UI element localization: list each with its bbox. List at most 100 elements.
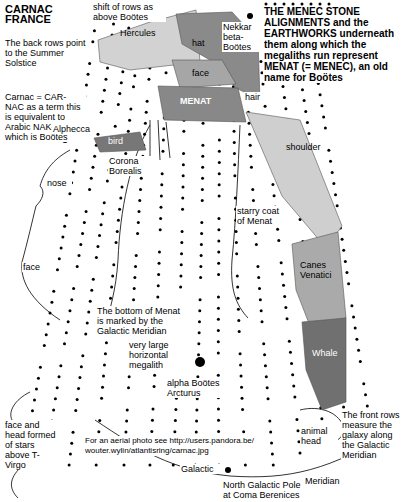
standing-stone xyxy=(217,430,220,433)
standing-stone xyxy=(218,139,221,142)
standing-stone xyxy=(218,150,221,153)
standing-stone xyxy=(85,84,88,87)
standing-stone xyxy=(249,155,252,158)
standing-stone xyxy=(289,351,292,354)
standing-stone xyxy=(255,243,258,246)
standing-stone xyxy=(56,386,59,389)
standing-stone xyxy=(137,221,140,224)
standing-stone xyxy=(182,163,185,166)
standing-stone xyxy=(182,152,185,155)
standing-stone xyxy=(52,290,55,293)
standing-stone xyxy=(181,185,184,188)
standing-stone xyxy=(250,166,253,169)
standing-stone xyxy=(162,139,165,142)
standing-stone xyxy=(128,375,131,378)
standing-stone xyxy=(281,85,284,88)
standing-stone xyxy=(78,376,81,379)
standing-stone xyxy=(218,195,221,198)
standing-stone xyxy=(217,329,220,332)
standing-stone xyxy=(43,344,46,347)
standing-stone xyxy=(106,179,109,182)
standing-stone xyxy=(182,174,185,177)
standing-stone xyxy=(267,397,270,400)
standing-stone xyxy=(89,300,92,303)
annotation: nose xyxy=(46,178,72,188)
standing-stone xyxy=(87,311,90,314)
standing-stone xyxy=(153,374,156,377)
standing-stone xyxy=(217,318,220,321)
standing-stone xyxy=(158,251,161,254)
standing-stone xyxy=(52,408,55,411)
standing-stone xyxy=(133,287,136,290)
standing-stone xyxy=(33,398,36,401)
standing-stone xyxy=(96,245,99,248)
region-name: shoulder xyxy=(286,142,331,152)
standing-stone xyxy=(92,278,95,281)
standing-stone xyxy=(366,404,369,407)
annotation: animal head xyxy=(300,426,338,446)
region-shape xyxy=(292,232,346,326)
standing-stone xyxy=(84,332,87,335)
standing-stone xyxy=(291,373,294,376)
standing-stone xyxy=(105,341,108,344)
standing-stone xyxy=(150,430,153,433)
standing-stone xyxy=(147,78,150,81)
standing-stone xyxy=(235,252,238,255)
standing-stone xyxy=(269,430,272,433)
standing-stone xyxy=(295,418,298,421)
standing-stone xyxy=(138,210,141,213)
standing-stone xyxy=(59,364,62,367)
standing-stone xyxy=(98,234,101,237)
standing-stone xyxy=(341,238,344,241)
standing-stone xyxy=(125,419,128,422)
standing-stone xyxy=(200,232,203,235)
standing-stone xyxy=(200,221,203,224)
annotation: face and head formed of stars above T-Vi… xyxy=(4,420,58,470)
standing-stone xyxy=(237,319,240,322)
standing-stone xyxy=(347,282,350,285)
standing-stone xyxy=(159,206,162,209)
standing-stone xyxy=(104,78,107,81)
standing-stone xyxy=(217,374,220,377)
standing-stone xyxy=(153,385,156,388)
annotation: Carnac = CAR-NAC as a term this is equiv… xyxy=(4,92,86,142)
region-outline xyxy=(246,112,342,248)
standing-stone xyxy=(244,464,247,467)
standing-stone xyxy=(81,232,84,235)
standing-stone xyxy=(233,152,236,155)
standing-stone xyxy=(272,464,275,467)
standing-stone xyxy=(77,387,80,390)
standing-stone xyxy=(283,96,286,99)
nekkar-star xyxy=(247,13,253,19)
annotation: Meridian xyxy=(304,476,346,486)
standing-stone xyxy=(199,265,202,268)
standing-stone xyxy=(115,241,118,244)
standing-stone xyxy=(95,256,98,259)
standing-stone xyxy=(237,308,240,311)
standing-stone xyxy=(235,230,238,233)
standing-stone xyxy=(327,149,330,152)
standing-stone xyxy=(357,349,360,352)
standing-stone xyxy=(97,430,100,433)
standing-stone xyxy=(95,464,98,467)
standing-stone xyxy=(248,133,251,136)
standing-stone xyxy=(195,419,198,422)
standing-stone xyxy=(180,252,183,255)
standing-stone xyxy=(160,195,163,198)
standing-stone xyxy=(336,204,339,207)
sky-region: Canes Venatici xyxy=(292,232,346,326)
standing-stone xyxy=(161,172,164,175)
sky-region: Whale xyxy=(302,318,346,410)
standing-stone xyxy=(121,185,124,188)
standing-stone xyxy=(173,430,176,433)
standing-stone xyxy=(45,333,48,336)
annotation: shift of rows as above Boötes xyxy=(92,2,166,22)
standing-stone xyxy=(364,393,367,396)
standing-stone xyxy=(240,375,243,378)
region-name: hat xyxy=(192,38,222,48)
standing-stone xyxy=(63,342,66,345)
standing-stone xyxy=(112,23,115,26)
standing-stone xyxy=(58,257,61,260)
standing-stone xyxy=(262,342,265,345)
standing-stone xyxy=(180,241,183,244)
